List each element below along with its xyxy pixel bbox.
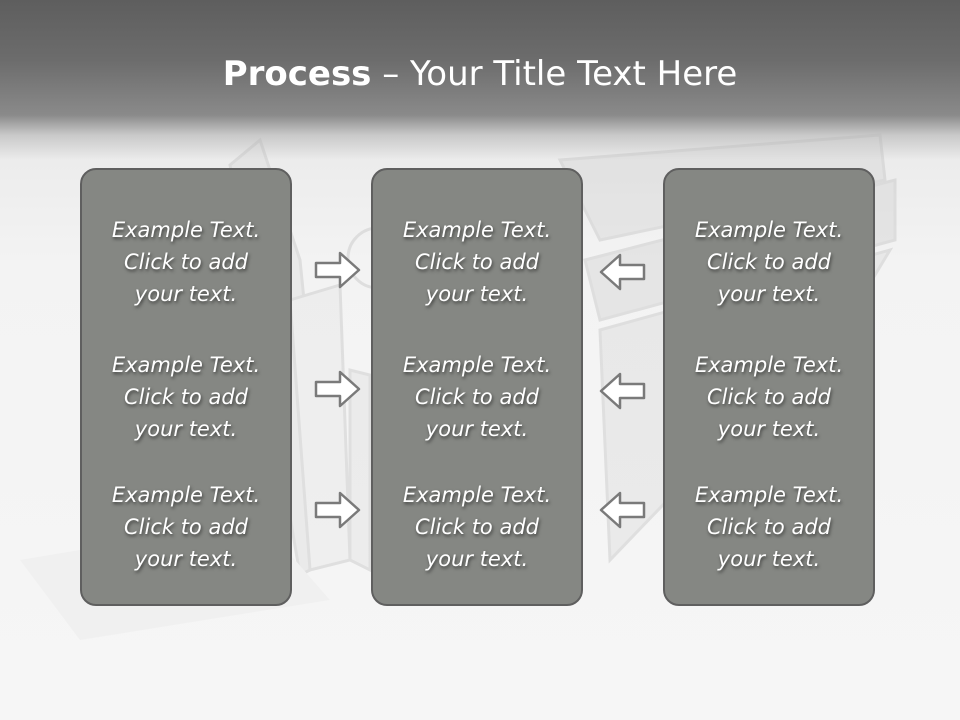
process-column-center: Example Text. Click to add your text. Ex… bbox=[371, 168, 583, 606]
text-placeholder[interactable]: Example Text. Click to add your text. bbox=[665, 349, 873, 445]
slide-title[interactable]: Process – Your Title Text Here bbox=[0, 52, 960, 96]
placeholder-line: Click to add bbox=[706, 515, 831, 539]
placeholder-line: Example Text. bbox=[402, 218, 552, 242]
right-arrow-icon bbox=[314, 370, 361, 408]
placeholder-line: Click to add bbox=[706, 250, 831, 274]
left-arrow-icon bbox=[599, 491, 646, 529]
placeholder-line: Example Text. bbox=[694, 353, 844, 377]
title-bold-text: Process bbox=[222, 54, 372, 94]
placeholder-line: Example Text. bbox=[111, 483, 261, 507]
placeholder-line: your text. bbox=[425, 417, 529, 441]
placeholder-line: your text. bbox=[425, 547, 529, 571]
placeholder-line: Click to add bbox=[414, 515, 539, 539]
text-placeholder[interactable]: Example Text. Click to add your text. bbox=[665, 214, 873, 310]
text-placeholder[interactable]: Example Text. Click to add your text. bbox=[82, 479, 290, 575]
placeholder-line: Example Text. bbox=[111, 218, 261, 242]
placeholder-line: your text. bbox=[134, 417, 238, 441]
placeholder-line: Click to add bbox=[123, 250, 248, 274]
placeholder-line: Click to add bbox=[414, 250, 539, 274]
title-rest-text: – Your Title Text Here bbox=[371, 54, 738, 94]
placeholder-line: Click to add bbox=[414, 385, 539, 409]
placeholder-line: Example Text. bbox=[402, 483, 552, 507]
text-placeholder[interactable]: Example Text. Click to add your text. bbox=[373, 479, 581, 575]
text-placeholder[interactable]: Example Text. Click to add your text. bbox=[82, 349, 290, 445]
text-placeholder[interactable]: Example Text. Click to add your text. bbox=[665, 479, 873, 575]
placeholder-line: Click to add bbox=[123, 385, 248, 409]
placeholder-line: your text. bbox=[425, 282, 529, 306]
right-arrow-icon bbox=[314, 491, 361, 529]
placeholder-line: Example Text. bbox=[694, 218, 844, 242]
left-arrow-icon bbox=[599, 372, 646, 410]
text-placeholder[interactable]: Example Text. Click to add your text. bbox=[82, 214, 290, 310]
placeholder-line: your text. bbox=[134, 547, 238, 571]
text-placeholder[interactable]: Example Text. Click to add your text. bbox=[373, 214, 581, 310]
placeholder-line: your text. bbox=[717, 417, 821, 441]
placeholder-line: Click to add bbox=[123, 515, 248, 539]
text-placeholder[interactable]: Example Text. Click to add your text. bbox=[373, 349, 581, 445]
placeholder-line: your text. bbox=[717, 282, 821, 306]
placeholder-line: Example Text. bbox=[694, 483, 844, 507]
placeholder-line: your text. bbox=[134, 282, 238, 306]
placeholder-line: Click to add bbox=[706, 385, 831, 409]
process-column-right: Example Text. Click to add your text. Ex… bbox=[663, 168, 875, 606]
process-column-left: Example Text. Click to add your text. Ex… bbox=[80, 168, 292, 606]
left-arrow-icon bbox=[599, 253, 646, 291]
placeholder-line: your text. bbox=[717, 547, 821, 571]
placeholder-line: Example Text. bbox=[402, 353, 552, 377]
placeholder-line: Example Text. bbox=[111, 353, 261, 377]
right-arrow-icon bbox=[314, 251, 361, 289]
